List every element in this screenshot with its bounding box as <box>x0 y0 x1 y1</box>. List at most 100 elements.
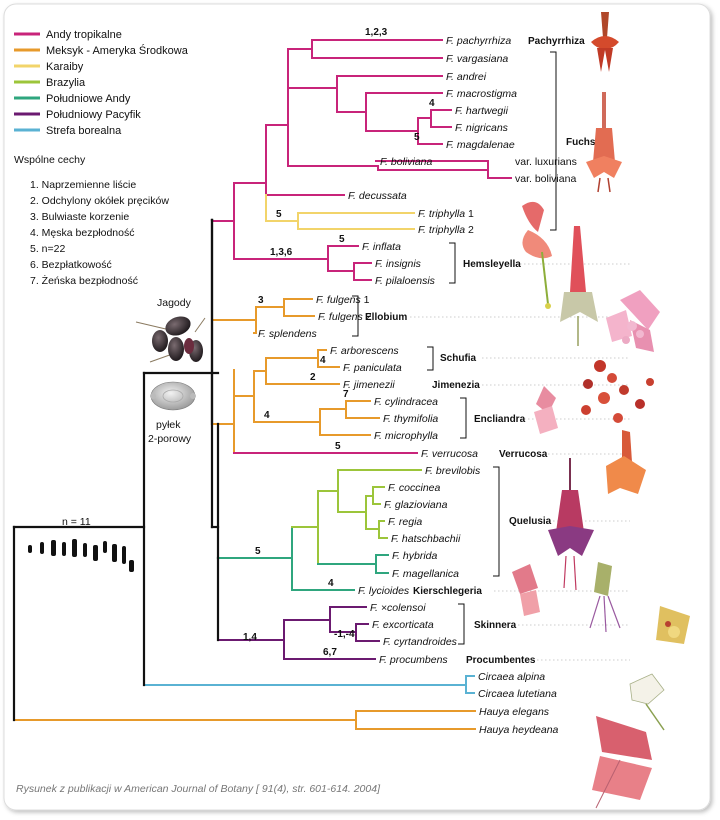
flower-procumbens <box>656 606 690 644</box>
clade-label: Kierschlegeria <box>413 586 482 597</box>
leaf-label: F. andrei <box>446 71 487 83</box>
pollen-pore <box>162 389 184 403</box>
leaf-label: F. ×colensoi <box>370 602 426 614</box>
leaf-label: F. excorticata <box>372 619 434 631</box>
trait-item: 6. Bezpłatkowość <box>30 259 112 271</box>
trait-mark: 5 <box>335 441 341 452</box>
leaf-label: F. brevilobis <box>425 465 481 477</box>
berry <box>165 316 191 336</box>
flower-encliandra-cluster <box>581 360 654 423</box>
leaf-label: F. pachyrrhiza <box>446 35 511 47</box>
legend-item: Andy tropikalne <box>14 29 122 41</box>
legend-item: Strefa borealna <box>14 125 122 137</box>
berry <box>184 338 194 354</box>
flower-hauya <box>592 716 652 809</box>
trait-mark: 4 <box>320 355 326 366</box>
clade-bracket <box>352 295 359 337</box>
legend-label: Południowe Andy <box>46 93 131 105</box>
pollen-pore <box>190 393 196 399</box>
flower-inflata <box>560 226 598 346</box>
trait-mark: 6,7 <box>323 647 337 658</box>
pollen-grain <box>150 381 196 411</box>
legend-item: Brazylia <box>14 77 86 89</box>
leaf-label: Hauya heydeana <box>479 724 559 736</box>
flower-lycioides <box>512 564 540 616</box>
chromosome <box>51 540 56 556</box>
clade-label: Ellobium <box>365 312 407 323</box>
chromosome <box>129 560 134 572</box>
pollen-pore <box>150 393 156 399</box>
leaf-label: F. boliviana <box>380 156 433 168</box>
clade-bracket <box>449 242 456 284</box>
leaf-label: F. hartwegii <box>455 105 509 117</box>
legend-item: Karaiby <box>14 61 84 73</box>
trait-mark: 4 <box>328 578 334 589</box>
legend-label: Strefa borealna <box>46 125 122 137</box>
legend-item: Meksyk - Ameryka Środkowa <box>14 44 189 57</box>
chromosome-count-label: n = 11 <box>62 516 91 528</box>
berries-illustration: Jagody <box>135 297 206 363</box>
leaf-label: F. lycioides <box>358 585 410 597</box>
clade-bracket <box>458 603 465 645</box>
flower-circaea <box>629 673 665 731</box>
clade-label: Jimenezia <box>432 380 480 391</box>
legend-item: Południowy Pacyfik <box>14 109 141 121</box>
leaf-label: Circaea alpina <box>478 671 545 683</box>
leaf-label: F. fulgens 2 <box>318 311 372 323</box>
pollen-label: pyłek <box>156 419 181 431</box>
flower-arborescens <box>622 321 644 344</box>
trait-mark: 5 <box>255 546 261 557</box>
leaf-label: F. inflata <box>362 241 401 253</box>
clade-label: Skinnera <box>474 620 517 631</box>
clade-label: Verrucosa <box>499 449 548 460</box>
clade-brackets: PachyrrhizaFuchsiaHemsleyellaEllobiumSch… <box>352 36 630 666</box>
flower-fuchsia-boliviana <box>586 92 622 193</box>
flower-illustrations <box>512 12 690 809</box>
leaf-label: F. vargasiana <box>446 53 508 65</box>
leaf-label: F. decussata <box>348 190 407 202</box>
leaf-label: F. microphylla <box>374 430 438 442</box>
clade-label: Procumbentes <box>466 655 536 666</box>
clade-bracket <box>550 51 557 231</box>
leaf-label: F. procumbens <box>379 654 448 666</box>
chromosome <box>62 542 66 556</box>
flower-verrucosa <box>606 430 646 494</box>
leaf-label: F. verrucosa <box>421 448 478 460</box>
clade-bracket <box>427 346 434 371</box>
trait-item: 5. n=22 <box>30 243 65 255</box>
trait-mark: 4 <box>429 98 435 109</box>
legend-label: Brazylia <box>46 77 86 89</box>
figure-caption: Rysunek z publikacji w American Journal … <box>16 783 381 795</box>
leaf-label: F. hybrida <box>392 550 438 562</box>
berry-stalk <box>194 317 206 333</box>
trait-mark: 5 <box>414 132 420 143</box>
trait-item: 1. Naprzemienne liście <box>30 179 136 191</box>
trait-mark: 1,4 <box>243 632 257 643</box>
chromosome <box>93 545 98 561</box>
leaf-label: Hauya elegans <box>479 706 550 718</box>
flower-cyrtandroides <box>589 562 621 633</box>
trait-item: 7. Żeńska bezpłodność <box>30 274 138 287</box>
clade-label: Quelusia <box>509 516 552 527</box>
chromosomes-illustration: n = 11 <box>28 516 134 572</box>
leaf-label: F. cyrtandroides <box>383 636 458 648</box>
traits-list: Wspólne cechy 1. Naprzemienne liście 2. … <box>14 154 169 287</box>
trait-mark: -1,-4 <box>334 629 355 640</box>
leaf-label: F. jimenezii <box>343 379 395 391</box>
chromosome <box>28 545 32 553</box>
leaf-label: F. glazioviana <box>384 499 448 511</box>
leaf-label: F. coccinea <box>388 482 441 494</box>
chromosome <box>122 546 126 564</box>
trait-item: 2. Odchylony okółek pręcików <box>30 195 169 207</box>
leaf-label: F. nigricans <box>455 122 509 134</box>
leaf-label: F. insignis <box>375 258 422 270</box>
trait-item: 3. Bulwiaste korzenie <box>30 211 129 223</box>
flower-triphylla <box>522 201 552 309</box>
legend-item: Południowe Andy <box>14 93 131 105</box>
legend-label: Południowy Pacyfik <box>46 109 141 121</box>
chromosome <box>103 541 107 553</box>
leaf-label: F. triphylla 2 <box>418 224 474 236</box>
trait-mark: 4 <box>264 410 270 421</box>
